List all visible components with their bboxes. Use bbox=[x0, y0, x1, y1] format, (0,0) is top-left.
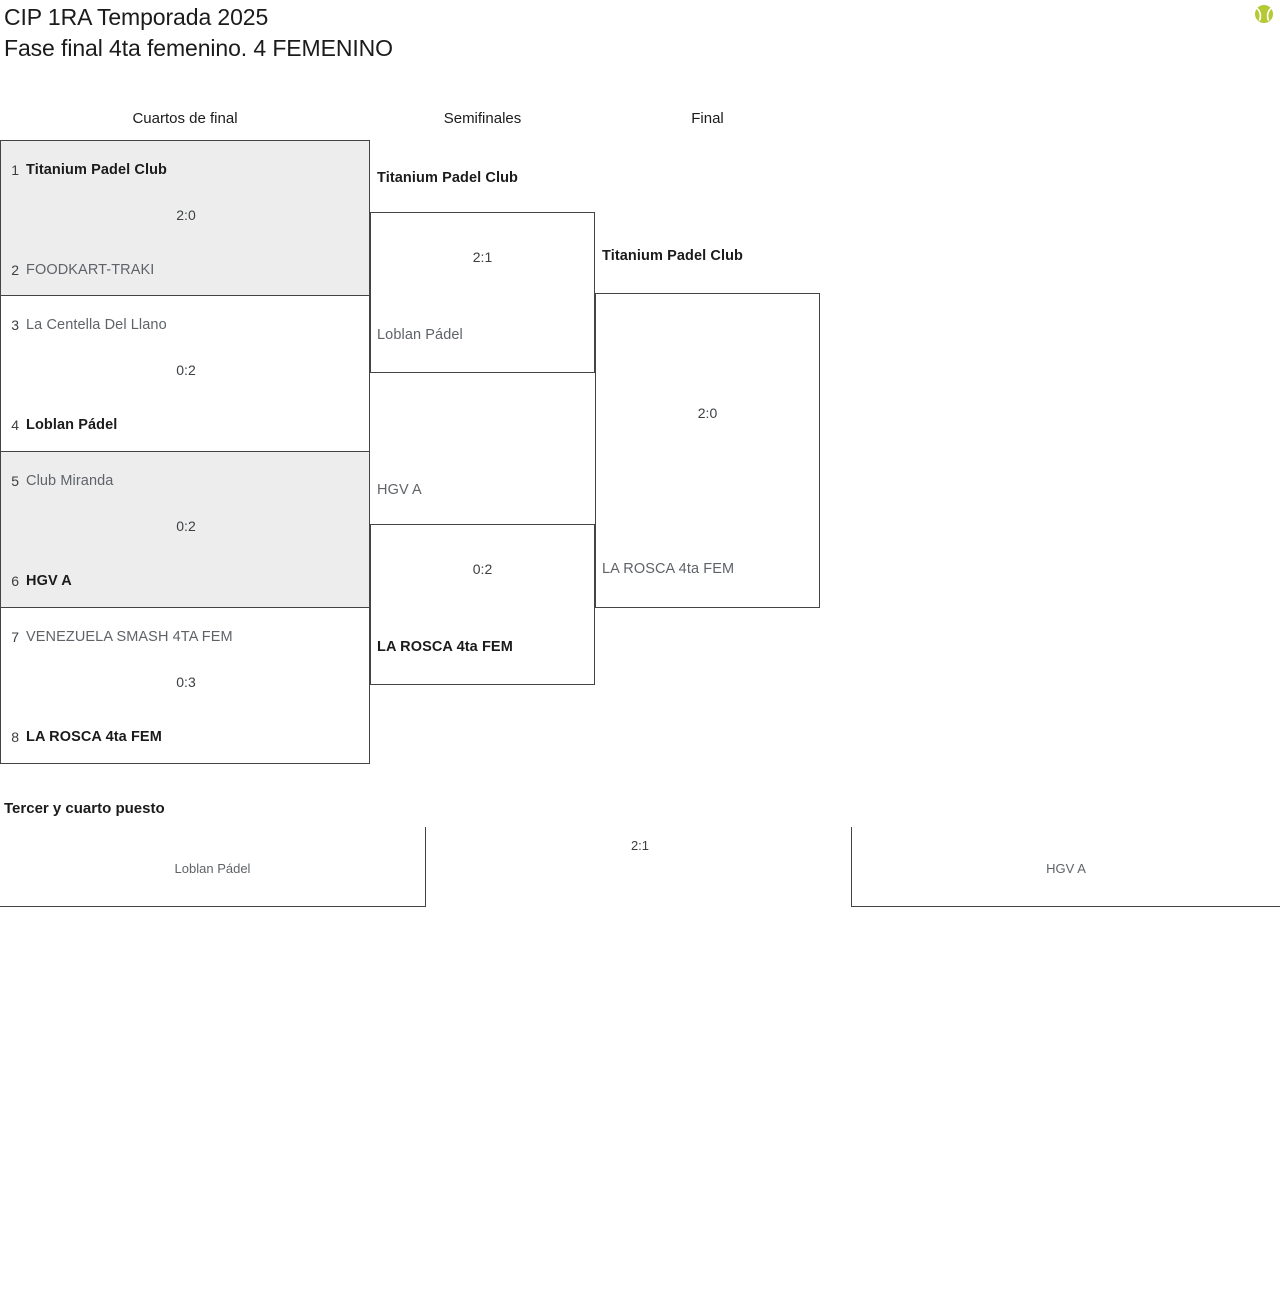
team-name: Loblan Pádel bbox=[26, 417, 118, 433]
bracket-container: 1 Titanium Padel Club 2:0 2 FOODKART-TRA… bbox=[0, 140, 820, 764]
qf-slot-top[interactable]: 1 Titanium Padel Club bbox=[1, 153, 371, 187]
seed-number: 6 bbox=[11, 573, 19, 589]
title-line-2: Fase final 4ta femenino. 4 FEMENINO bbox=[4, 35, 393, 61]
qf-slot-top[interactable]: 3 La Centella Del Llano bbox=[1, 308, 371, 342]
qf-slot-bottom[interactable]: 6 HGV A bbox=[1, 564, 371, 598]
match-score: 0:3 bbox=[176, 674, 196, 690]
third-place-left-team: Loblan Pádel bbox=[174, 861, 251, 876]
qf-slot-top[interactable]: 7 VENEZUELA SMASH 4TA FEM bbox=[1, 620, 371, 654]
semifinal-2-box[interactable] bbox=[370, 524, 595, 685]
third-place-right-box[interactable]: HGV A bbox=[851, 827, 1280, 907]
table-row[interactable]: 3 La Centella Del Llano 0:2 4 Loblan Pád… bbox=[0, 296, 370, 452]
qf-slot-top[interactable]: 5 Club Miranda bbox=[1, 464, 371, 498]
team-name: Titanium Padel Club bbox=[26, 162, 168, 178]
qf-slot-bottom[interactable]: 4 Loblan Pádel bbox=[1, 408, 371, 442]
team-name: HGV A bbox=[26, 573, 72, 589]
table-row[interactable]: 5 Club Miranda 0:2 6 HGV A bbox=[0, 452, 370, 608]
seed-number: 1 bbox=[11, 162, 19, 178]
page-title: CIP 1RA Temporada 2025 Fase final 4ta fe… bbox=[4, 2, 1104, 64]
team-name: LA ROSCA 4ta FEM bbox=[26, 729, 162, 745]
table-row[interactable]: 1 Titanium Padel Club 2:0 2 FOODKART-TRA… bbox=[0, 140, 370, 296]
title-line-1: CIP 1RA Temporada 2025 bbox=[4, 4, 269, 30]
match-score: 0:2 bbox=[176, 518, 196, 534]
seed-number: 7 bbox=[11, 629, 19, 645]
match-score: 0:2 bbox=[176, 362, 196, 378]
third-place-right-team: HGV A bbox=[1046, 861, 1086, 876]
semifinal-2-score: 0:2 bbox=[472, 561, 493, 577]
third-place-left-box[interactable]: Loblan Pádel bbox=[0, 827, 426, 907]
seed-number: 3 bbox=[11, 317, 19, 333]
round-header-final: Final bbox=[691, 110, 724, 127]
qf-slot-bottom[interactable]: 8 LA ROSCA 4ta FEM bbox=[1, 720, 371, 754]
seed-number: 2 bbox=[11, 262, 19, 278]
semifinal-1-box[interactable] bbox=[370, 212, 595, 373]
team-name: Club Miranda bbox=[26, 473, 114, 489]
third-place-score: 2:1 bbox=[630, 838, 650, 853]
seed-number: 4 bbox=[11, 417, 19, 433]
semifinal-1-score: 2:1 bbox=[472, 249, 493, 265]
semifinal-1-top-team: Titanium Padel Club bbox=[377, 170, 519, 186]
tennis-ball-icon bbox=[1255, 5, 1273, 23]
team-name: VENEZUELA SMASH 4TA FEM bbox=[26, 629, 233, 645]
seed-number: 8 bbox=[11, 729, 19, 745]
round-header-semifinals: Semifinales bbox=[443, 110, 522, 127]
round-header-quarterfinals: Cuartos de final bbox=[132, 110, 238, 127]
semifinal-2-bottom-team: LA ROSCA 4ta FEM bbox=[377, 639, 513, 655]
final-top-team: Titanium Padel Club bbox=[602, 248, 744, 264]
final-box[interactable] bbox=[595, 293, 820, 608]
third-place-heading: Tercer y cuarto puesto bbox=[4, 800, 165, 817]
final-bottom-team: LA ROSCA 4ta FEM bbox=[602, 561, 735, 577]
semifinal-1-bottom-team: Loblan Pádel bbox=[377, 327, 463, 343]
semifinal-2-top-team: HGV A bbox=[377, 482, 422, 498]
seed-number: 5 bbox=[11, 473, 19, 489]
team-name: La Centella Del Llano bbox=[26, 317, 167, 333]
final-score: 2:0 bbox=[697, 405, 718, 421]
team-name: FOODKART-TRAKI bbox=[26, 262, 155, 278]
match-score: 2:0 bbox=[176, 207, 196, 223]
table-row[interactable]: 7 VENEZUELA SMASH 4TA FEM 0:3 8 LA ROSCA… bbox=[0, 608, 370, 764]
qf-slot-bottom[interactable]: 2 FOODKART-TRAKI bbox=[1, 253, 371, 287]
